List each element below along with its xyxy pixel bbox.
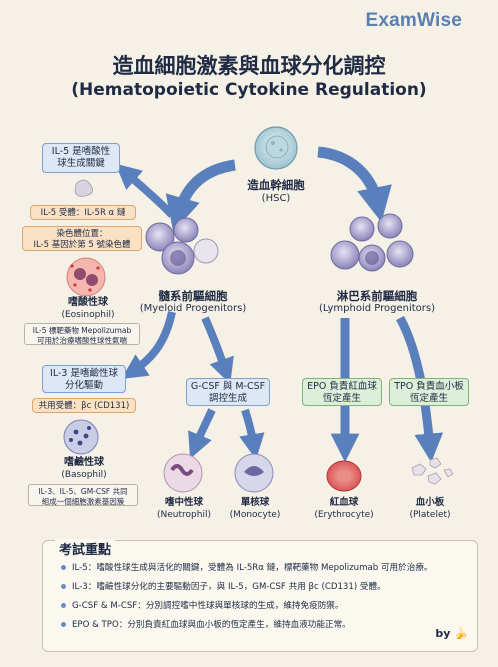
lymphoid-label-en: (Lymphoid Progenitors) <box>318 303 436 314</box>
myeloid-progenitor-image <box>145 217 219 275</box>
monocyte-label-en: (Monocyte) <box>229 510 281 520</box>
exam-item-gcsf: G-CSF & M-CSF：分別調控嗜中性球與單核球的生成，維持免疫防禦。 <box>61 601 344 612</box>
bullet-icon <box>61 622 66 627</box>
hsc-cell-image <box>254 126 298 170</box>
exam-item-text: G-CSF & M-CSF：分別調控嗜中性球與單核球的生成，維持免疫防禦。 <box>72 601 344 611</box>
il3-receptor-box: 共用受體：βc (CD131) <box>32 398 136 413</box>
erythrocyte-label: 紅血球 (Erythrocyte) <box>306 497 382 521</box>
platelet-label-zh: 血小板 <box>415 497 445 508</box>
tpo-box: TPO 負責血小板 恆定產生 <box>389 378 469 406</box>
basophil-gene-cluster-note: IL-3、IL-5、GM-CSF 共同 組成一個細胞激素基因簇 <box>28 484 138 506</box>
lymphoid-label: 淋巴系前驅細胞 (Lymphoid Progenitors) <box>312 289 442 315</box>
monocyte-image <box>234 453 274 493</box>
exam-item-text: IL-3：嗜鹼性球分化的主要驅動因子，與 IL-5，GM-CSF 共用 βc (… <box>72 582 386 592</box>
monocyte-label: 單核球 (Monocyte) <box>220 497 290 521</box>
small-myeloid-cell-image <box>74 179 93 197</box>
title-chinese: 造血細胞激素與血球分化調控 <box>112 54 386 78</box>
il3-key-box: IL-3 是嗜鹼性球 分化驅動 <box>42 365 126 393</box>
arrow-myeloid-to-basophil-box <box>121 311 176 380</box>
myeloid-label: 髓系前驅細胞 (Myeloid Progenitors) <box>128 289 258 315</box>
eosinophil-label-en: (Eosinophil) <box>61 310 115 320</box>
bullet-icon <box>61 603 66 608</box>
gcsf-mcsf-box: G-CSF 與 M-CSF 調控生成 <box>186 378 270 406</box>
hsc-label: 造血幹細胞 (HSC) <box>226 178 326 206</box>
arrow-lymphoid-to-platelet <box>396 315 444 463</box>
platelet-image <box>411 457 454 485</box>
arrow-gcsf-to-monocyte <box>239 408 265 460</box>
arrow-gcsf-to-neutrophil <box>188 408 216 459</box>
myeloid-label-zh: 髓系前驅細胞 <box>158 289 228 303</box>
lymphoid-progenitor-image <box>330 213 414 272</box>
exam-item-il3: IL-3：嗜鹼性球分化的主要驅動因子，與 IL-5，GM-CSF 共用 βc (… <box>61 582 386 593</box>
eosinophil-label-zh: 嗜酸性球 <box>68 297 108 308</box>
bullet-icon <box>61 565 66 570</box>
arrow-hsc-to-lymphoid <box>317 146 392 223</box>
eosinophil-label: 嗜酸性球 (Eosinophil) <box>48 297 128 321</box>
eosinophil-image <box>66 257 106 297</box>
exam-key-points-panel: 考試重點 IL-5：嗜酸性球生成與活化的關鍵，受體為 IL-5Rα 鏈，標靶藥物… <box>42 539 478 652</box>
exam-item-il5: IL-5：嗜酸性球生成與活化的關鍵，受體為 IL-5Rα 鏈，標靶藥物 Mepo… <box>61 563 433 574</box>
arrow-hsc-to-myeloid <box>165 159 236 232</box>
hsc-label-zh: 造血幹細胞 <box>247 178 305 192</box>
title-english: (Hematopoietic Cytokine Regulation) <box>71 80 427 100</box>
arrow-myeloid-to-gcsf <box>201 316 234 385</box>
hsc-label-en: (HSC) <box>261 193 291 204</box>
basophil-image <box>63 419 99 455</box>
il5-gene-location-box: 染色體位置： IL-5 基因於第 5 號染色體 <box>22 226 142 251</box>
brand-logo: ExamWise <box>365 10 462 31</box>
basophil-label-en: (Basophil) <box>61 470 107 480</box>
epo-box: EPO 負責紅血球 恆定產生 <box>302 378 382 406</box>
il5-key-box: IL-5 是嗜酸性 球生成關鍵 <box>42 143 120 173</box>
basophil-label-zh: 嗜鹼性球 <box>64 457 104 468</box>
basophil-label: 嗜鹼性球 (Basophil) <box>44 457 124 481</box>
exam-item-epo-tpo: EPO & TPO：分別負責紅血球與血小板的恆定產生，維持血液功能正常。 <box>61 620 351 631</box>
monocyte-label-zh: 單核球 <box>240 497 270 508</box>
bullet-icon <box>61 584 66 589</box>
erythrocyte-label-zh: 紅血球 <box>329 497 359 508</box>
erythrocyte-image <box>326 460 362 492</box>
author-signature: by 🍌 <box>435 627 468 640</box>
erythrocyte-label-en: (Erythrocyte) <box>314 510 374 520</box>
exam-item-text: EPO & TPO：分別負責紅血球與血小板的恆定產生，維持血液功能正常。 <box>72 620 351 630</box>
arrow-myeloid-to-eosinophil-box <box>115 163 175 218</box>
il5-receptor-box: IL-5 受體：IL-5R α 鏈 <box>30 205 136 220</box>
neutrophil-label: 嗜中性球 (Neutrophil) <box>148 497 220 521</box>
platelet-label: 血小板 (Platelet) <box>394 497 466 521</box>
exam-item-text: IL-5：嗜酸性球生成與活化的關鍵，受體為 IL-5Rα 鏈，標靶藥物 Mepo… <box>72 563 433 573</box>
platelet-label-en: (Platelet) <box>409 510 451 520</box>
eosinophil-drug-note: IL-5 標靶藥物 Mepolizumab 可用於治療嗜酸性球性氣喘 <box>24 323 140 345</box>
exam-title: 考試重點 <box>55 539 116 558</box>
myeloid-label-en: (Myeloid Progenitors) <box>139 303 247 314</box>
neutrophil-label-zh: 嗜中性球 <box>164 497 203 508</box>
neutrophil-image <box>163 453 203 493</box>
neutrophil-label-en: (Neutrophil) <box>157 510 211 520</box>
lymphoid-label-zh: 淋巴系前驅細胞 <box>336 289 418 303</box>
